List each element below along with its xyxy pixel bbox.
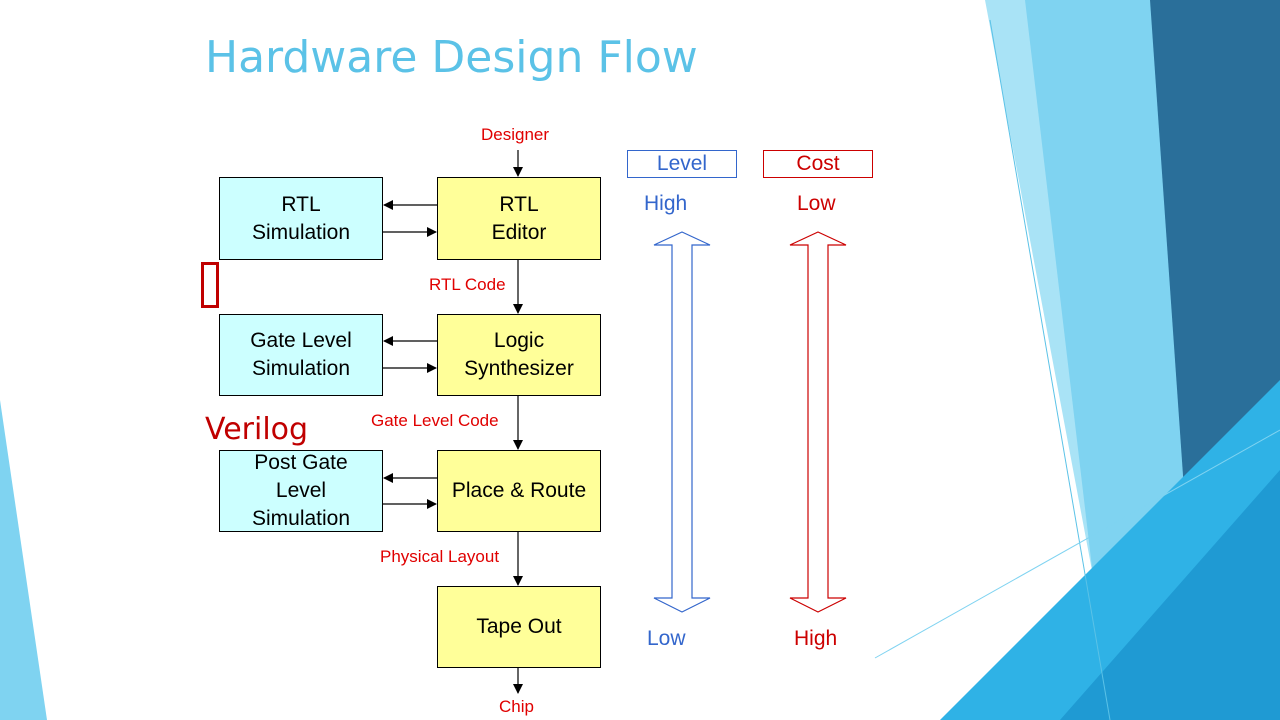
- sim-gate-level-label: Gate Level Simulation: [250, 329, 352, 380]
- sim-rtl-label: RTL Simulation: [251, 192, 351, 244]
- cost-top-label: Low: [797, 192, 836, 215]
- sim-gate-level: Gate Level Simulation: [219, 314, 383, 396]
- left-accent-shape: [0, 400, 47, 720]
- chip-label: Chip: [499, 697, 534, 716]
- sim-post-gate-level: Post Gate Level Simulation: [219, 450, 383, 532]
- stage-tape-out-label: Tape Out: [476, 615, 562, 638]
- missing-character-box-icon: [201, 262, 219, 308]
- cost-scale-arrow: [789, 231, 847, 613]
- level-scale-arrow: [653, 231, 711, 613]
- stage-logic-synthesizer-label: Logic Synthesizer: [464, 329, 574, 380]
- stage-logic-synthesizer: Logic Synthesizer: [437, 314, 601, 396]
- deco-line-1: [989, 19, 1111, 720]
- stage-tape-out: Tape Out: [437, 586, 601, 668]
- sim-post-gate-level-label: Post Gate Level Simulation: [251, 451, 351, 530]
- cost-bottom-label: High: [794, 627, 838, 650]
- physical-layout-label: Physical Layout: [380, 547, 500, 566]
- level-header: Level: [627, 150, 737, 178]
- rtl-code-label: RTL Code: [429, 275, 506, 294]
- stage-place-route-label: Place & Route: [451, 479, 587, 502]
- stage-rtl-editor-label: RTL Editor: [491, 192, 547, 244]
- gate-level-code-label: Gate Level Code: [371, 411, 499, 430]
- level-bottom-label: Low: [647, 627, 686, 650]
- deco-panel-deep: [1060, 470, 1280, 720]
- deco-line-2: [874, 429, 1280, 659]
- verilog-note: Verilog: [205, 412, 309, 447]
- stage-rtl-editor: RTL Editor: [437, 177, 601, 260]
- stage-place-route: Place & Route: [437, 450, 601, 532]
- designer-label: Designer: [481, 125, 550, 144]
- slide-title: Hardware Design Flow: [205, 32, 698, 83]
- level-top-label: High: [644, 192, 688, 215]
- cost-header: Cost: [763, 150, 873, 178]
- sim-rtl: RTL Simulation: [219, 177, 383, 260]
